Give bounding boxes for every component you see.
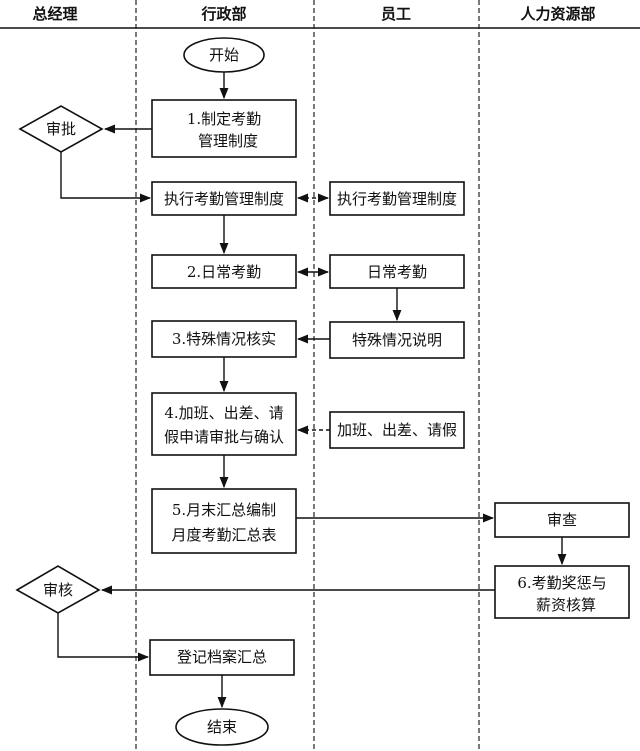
- approve-decision: 审批: [18, 105, 104, 153]
- step4-box: 4.加班、出差、请 假申请审批与确认: [151, 392, 297, 456]
- audit-label: 审核: [43, 581, 73, 599]
- end-node: 结束: [175, 708, 269, 746]
- request-staff-label: 加班、出差、请假: [337, 421, 457, 439]
- approve-label: 审批: [46, 120, 76, 138]
- step2-box: 2.日常考勤: [151, 254, 297, 289]
- special-staff-box: 特殊情况说明: [329, 321, 465, 359]
- step5-line2: 月度考勤汇总表: [171, 526, 276, 544]
- lane-headers: 总经理 行政部 员工 人力资源部: [32, 5, 595, 23]
- step3-box: 3.特殊情况核实: [151, 320, 297, 358]
- lane-header-gm: 总经理: [32, 5, 77, 23]
- start-label: 开始: [209, 46, 239, 64]
- request-staff-box: 加班、出差、请假: [329, 411, 465, 449]
- step6-box: 6.考勤奖惩与 薪资核算: [494, 565, 630, 619]
- arrow-audit-archive: [57, 613, 150, 662]
- archive-box: 登记档案汇总: [149, 639, 295, 676]
- step6-line2: 薪资核算: [536, 596, 596, 614]
- step6-line1: 6.考勤奖惩与: [517, 574, 606, 592]
- step1-line1: 1.制定考勤: [187, 110, 261, 128]
- daily-staff-box: 日常考勤: [329, 254, 465, 289]
- start-node: 开始: [183, 37, 265, 73]
- daily-staff-label: 日常考勤: [367, 263, 427, 281]
- step2-label: 2.日常考勤: [187, 263, 261, 281]
- exec-staff-label: 执行考勤管理制度: [337, 190, 457, 208]
- step1-box: 1.制定考勤 管理制度: [151, 99, 297, 158]
- step4-line1: 4.加班、出差、请: [164, 404, 283, 422]
- exec-staff-box: 执行考勤管理制度: [329, 181, 465, 216]
- step5-box: 5.月末汇总编制 月度考勤汇总表: [151, 488, 297, 554]
- lane-header-staff: 员工: [381, 5, 411, 23]
- step3-label: 3.特殊情况核实: [172, 330, 276, 348]
- step5-line1: 5.月末汇总编制: [172, 501, 276, 519]
- end-label: 结束: [207, 718, 237, 736]
- exec-admin-box: 执行考勤管理制度: [151, 181, 297, 216]
- step4-line2: 假申请审批与确认: [164, 428, 284, 446]
- lane-header-admin: 行政部: [200, 5, 246, 23]
- lane-header-hr: 人力资源部: [520, 5, 595, 23]
- step1-line2: 管理制度: [198, 132, 258, 150]
- audit-decision: 审核: [15, 565, 101, 614]
- review-hr-box: 审查: [494, 502, 630, 538]
- special-staff-label: 特殊情况说明: [352, 331, 442, 349]
- exec-admin-label: 执行考勤管理制度: [164, 190, 284, 208]
- arrow-approve-exec: [60, 152, 152, 203]
- archive-label: 登记档案汇总: [177, 648, 267, 666]
- review-hr-label: 审查: [547, 511, 577, 529]
